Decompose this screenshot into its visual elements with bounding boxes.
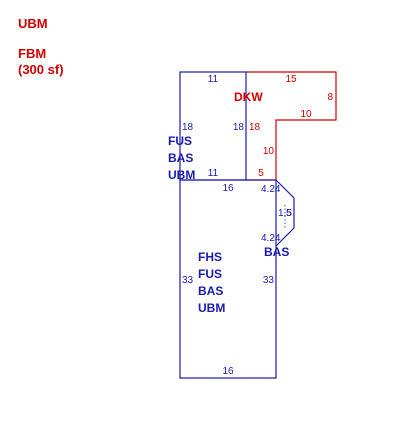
main-code-4: UBM	[198, 301, 225, 315]
main-section-outline	[179, 179, 277, 379]
deck-code: DKW	[234, 90, 263, 104]
legend-fbm: FBM	[18, 46, 47, 61]
upper-code-2: BAS	[168, 151, 193, 165]
legend-fbm-area: (300 sf)	[18, 62, 64, 77]
deck-right-dim: 8	[327, 92, 333, 103]
bay-side-inner-dim: 5	[286, 208, 292, 219]
upper-code-3: UBM	[168, 168, 195, 182]
main-code-2: FUS	[198, 267, 222, 281]
bay-side-dim: 1.5	[278, 208, 292, 219]
bay-lower-dim: 4.24	[261, 233, 281, 244]
main-code-1: FHS	[198, 250, 222, 264]
bay-code: BAS	[264, 245, 289, 259]
deck-left-dim: 18	[249, 122, 261, 133]
deck-top-dim: 15	[285, 74, 297, 85]
deck-step-dim: 10	[300, 109, 312, 120]
main-top-dim: 16	[222, 183, 234, 194]
upper-right-dim: 18	[233, 122, 245, 133]
upper-top-dim: 11	[208, 74, 219, 85]
deck-bottom-dim: 5	[258, 168, 264, 179]
main-left-dim: 33	[182, 275, 194, 286]
legend-ubm: UBM	[18, 16, 48, 31]
upper-bottom-dim: 11	[208, 168, 219, 179]
legend: UBM FBM (300 sf)	[18, 16, 64, 78]
main-bottom-dim: 16	[222, 366, 234, 377]
upper-code-1: FUS	[168, 134, 192, 148]
deck-lower-right-dim: 10	[263, 146, 275, 157]
main-code-3: BAS	[198, 284, 223, 298]
main-right-dim: 33	[263, 275, 275, 286]
bay-upper-dim: 4.24	[261, 184, 281, 195]
upper-left-dim: 18	[182, 122, 194, 133]
bay-outline	[275, 179, 295, 247]
